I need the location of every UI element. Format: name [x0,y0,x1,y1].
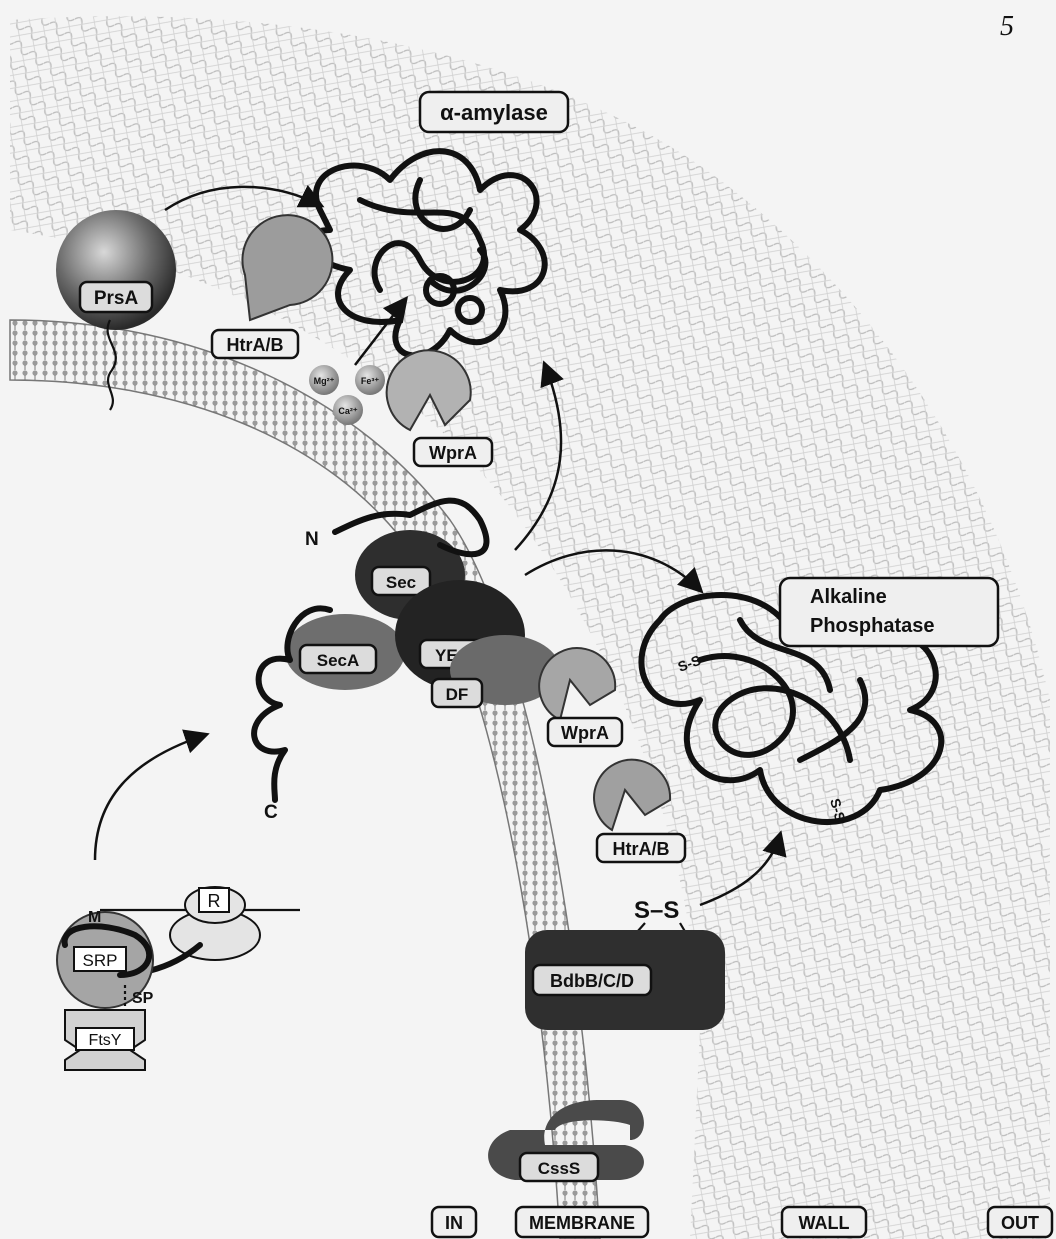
wpra-mid-protease [539,648,615,720]
wpra-mid-label: WprA [561,723,609,743]
htrab-top-label: HtrA/B [227,335,284,355]
ftsy-label: FtsY [89,1032,122,1049]
region-wall-label: WALL [799,1213,850,1233]
bdbbcd-label: BdbB/C/D [550,971,634,991]
sp-label: SP [132,990,154,1007]
csss-label: CssS [538,1159,581,1178]
n-terminus-label: N [305,529,319,550]
c-terminus-label: C [264,802,278,823]
region-in-label: IN [445,1213,463,1233]
alkaline-label-line1: Alkaline [810,586,887,608]
htrab-bottom-label: HtrA/B [613,839,670,859]
alpha-amylase-label: α-amylase [440,100,548,125]
disulfide-bond-3: S–S [634,897,679,924]
m-label: M [88,909,101,926]
htrab-bottom-protease [594,760,670,830]
page-corner-mark: 5 [1000,11,1014,42]
alkaline-label-line2: Phosphatase [810,615,934,637]
region-out-label: OUT [1001,1213,1039,1233]
mg-ion-label: Mg²⁺ [314,376,335,386]
sec-label: Sec [386,573,416,592]
seca-label: SecA [317,651,360,670]
region-membrane-label: MEMBRANE [529,1213,635,1233]
prsa-label: PrsA [94,288,139,309]
fe-ion-label: Fe³⁺ [361,376,380,386]
srp-label: SRP [83,951,118,970]
r-label: R [208,891,221,911]
wpra-top-label: WprA [429,443,477,463]
ca-ion-label: Ca²⁺ [338,406,358,416]
arrow-srp-to-seca [95,735,205,860]
df-label: DF [446,685,469,704]
